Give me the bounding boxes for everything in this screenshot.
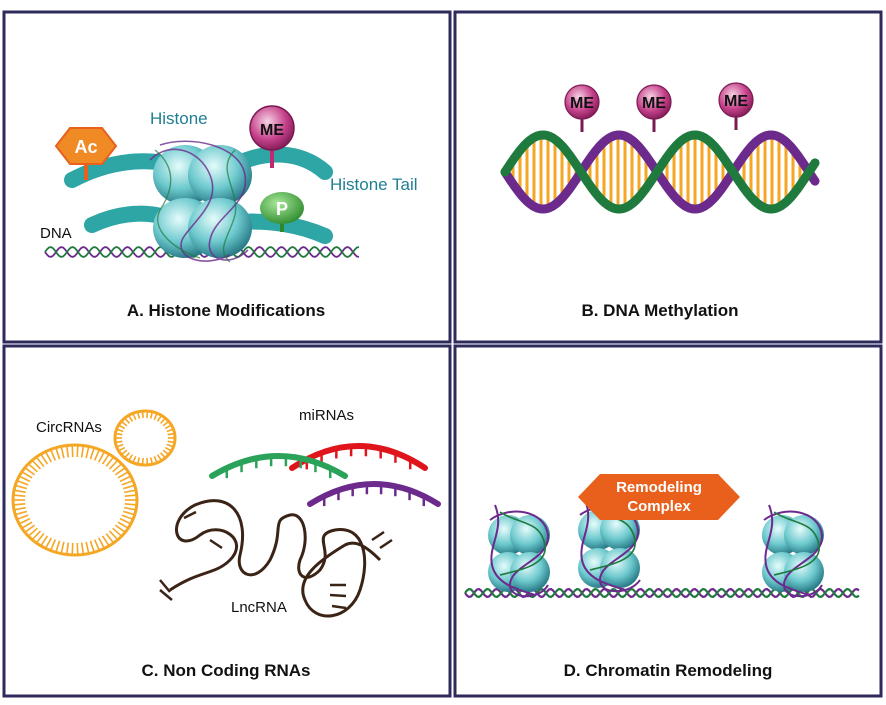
histone-core-icon [149,140,252,263]
methyl-marks: ME ME ME [564,82,754,132]
panel-c-frame [2,344,452,698]
methyl-mark-2-label: ME [642,95,666,112]
mirna-group-icon [209,443,441,507]
methyl-mark-1-label: ME [570,95,594,112]
panel-d-caption: D. Chromatin Remodeling [564,661,773,680]
panel-a-frame [2,10,452,344]
circrnas-label: CircRNAs [36,419,102,436]
panel-b-frame [453,10,883,344]
phosphate-label: P [276,199,288,219]
circrna-small-icon [113,409,177,467]
mirnas-label: miRNAs [299,407,354,424]
panel-b-caption: B. DNA Methylation [581,301,738,320]
panel-c-non-coding-rnas: CircRNAs miRNAs LncRNA C. Non Coding RNA… [11,407,441,680]
nucleosome-3-icon [762,504,824,598]
lncrna-label: LncRNA [231,599,287,616]
methyl-mark-2-icon: ME [636,84,672,132]
methyl-badge-icon: ME [249,105,295,168]
remodeling-complex-line1: Remodeling [616,479,702,496]
acetyl-label: Ac [74,137,97,157]
histone-tail-label: Histone Tail [330,175,418,194]
methyl-mark-3-label: ME [724,93,748,110]
panel-a-histone-modifications: Ac ME P Histone Histone Tail DNA A. Hist… [40,105,418,320]
remodeling-complex-icon: Remodeling Complex [578,474,740,520]
remodeling-complex-line2: Complex [627,498,691,515]
methyl-label: ME [260,122,284,139]
dna-label: DNA [40,225,72,242]
nucleosome-1-icon [488,504,550,598]
panel-d-frame [453,344,883,698]
methyl-mark-3-icon: ME [718,82,754,130]
circrna-large-icon [11,443,139,557]
double-helix-icon [500,130,820,214]
panel-frames [2,10,883,698]
histone-label: Histone [150,109,208,128]
methyl-mark-1-icon: ME [564,84,600,132]
panel-c-caption: C. Non Coding RNAs [141,661,310,680]
panel-d-chromatin-remodeling: Remodeling Complex D. Chromatin Remodeli… [464,474,860,680]
lncrna-icon [159,499,393,618]
phosphate-badge-icon: P [260,192,304,232]
panel-a-caption: A. Histone Modifications [127,301,325,320]
acetyl-badge-icon: Ac [54,127,118,180]
panel-b-dna-methylation: ME ME ME B. DNA Methylation [500,82,820,320]
